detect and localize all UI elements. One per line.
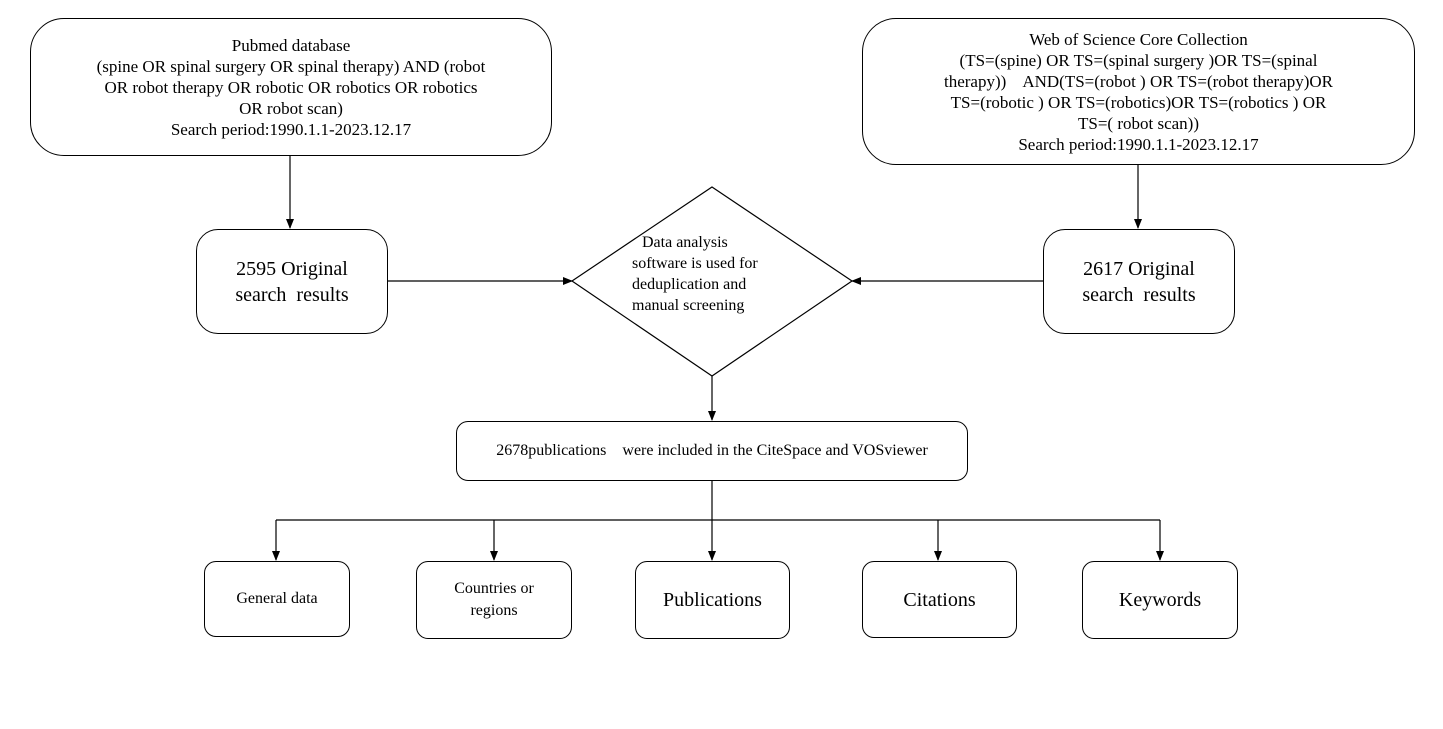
wos-search-box: Web of Science Core Collection (TS=(spin… bbox=[862, 18, 1415, 165]
pubmed-search-period: Search period:1990.1.1-2023.12.17 bbox=[170, 119, 412, 139]
decision-text: Data analysis software is used for dedup… bbox=[632, 232, 796, 316]
category-label: regions bbox=[470, 602, 518, 619]
included-text: 2678publications were included in the Ci… bbox=[496, 442, 928, 459]
pubmed-results-count: 2595 Original bbox=[236, 257, 348, 280]
wos-search-period: Search period:1990.1.1-2023.12.17 bbox=[1018, 134, 1259, 154]
wos-title: Web of Science Core Collection bbox=[1029, 29, 1248, 49]
pubmed-query-line: OR robot scan) bbox=[239, 98, 343, 118]
category-label: General data bbox=[236, 590, 318, 607]
category-keywords: Keywords bbox=[1082, 561, 1238, 639]
wos-results-label: search results bbox=[1082, 283, 1196, 306]
category-publications: Publications bbox=[635, 561, 790, 639]
decision-line: Data analysis bbox=[642, 234, 728, 251]
category-citations: Citations bbox=[862, 561, 1017, 638]
category-label: Countries or bbox=[454, 580, 534, 597]
wos-query-line: TS=( robot scan)) bbox=[1077, 113, 1199, 133]
wos-query-line: TS=(robotic ) OR TS=(robotics)OR TS=(rob… bbox=[950, 92, 1327, 112]
pubmed-title: Pubmed database bbox=[231, 35, 351, 55]
category-countries-or-regions: Countries or regions bbox=[416, 561, 572, 639]
pubmed-search-box: Pubmed database (spine OR spinal surgery… bbox=[30, 18, 552, 156]
pubmed-results-box: 2595 Original search results bbox=[196, 229, 388, 334]
category-label: Publications bbox=[663, 589, 762, 611]
decision-line: software is used for bbox=[632, 255, 758, 272]
category-label: Citations bbox=[903, 588, 976, 611]
decision-line: manual screening bbox=[632, 297, 745, 314]
pubmed-query-line: (spine OR spinal surgery OR spinal thera… bbox=[96, 56, 486, 76]
included-publications-box: 2678publications were included in the Ci… bbox=[456, 421, 968, 481]
wos-results-box: 2617 Original search results bbox=[1043, 229, 1235, 334]
pubmed-results-label: search results bbox=[235, 283, 349, 306]
pubmed-query-line: OR robot therapy OR robotic OR robotics … bbox=[104, 77, 478, 97]
category-label: Keywords bbox=[1118, 589, 1202, 611]
decision-line: deduplication and bbox=[632, 276, 747, 293]
wos-results-count: 2617 Original bbox=[1083, 257, 1195, 280]
wos-query-line: (TS=(spine) OR TS=(spinal surgery )OR TS… bbox=[959, 50, 1318, 70]
wos-query-line: therapy)) AND(TS=(robot ) OR TS=(robot t… bbox=[943, 71, 1334, 91]
category-general-data: General data bbox=[204, 561, 350, 637]
